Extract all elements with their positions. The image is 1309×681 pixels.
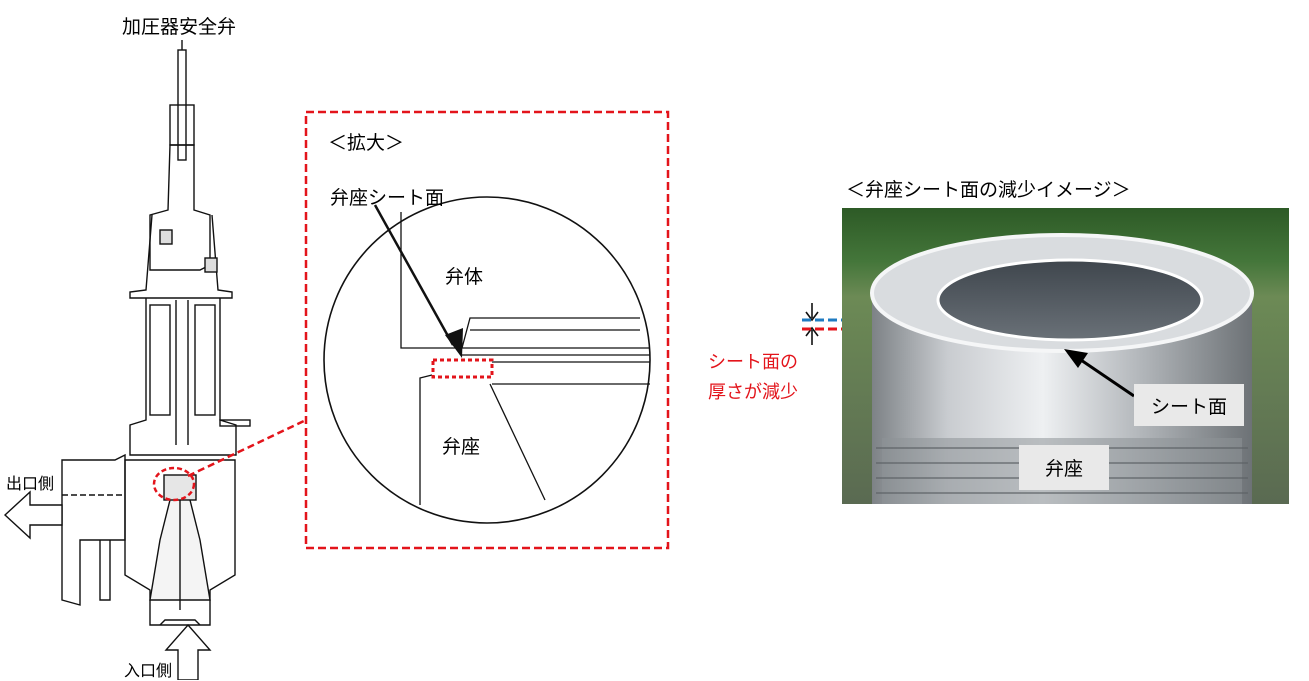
valve-seat-label: 弁座 [442,436,481,458]
valve-lower-body [124,459,236,626]
thickness-reduction-note: シート面の 厚さが減少 [708,348,798,408]
valve-seat-illustration [870,233,1254,504]
zoom-circle [323,196,651,524]
valve-body-label: 弁体 [445,266,484,288]
valve-bonnet [149,144,211,271]
inlet-arrow-icon [164,623,212,680]
valve-outlet-body [61,453,126,606]
outlet-arrow-icon [3,490,63,540]
seat-surface-pointer [373,204,455,346]
seat-surface-callout: シート面 [1134,384,1244,426]
inlet-label: 入口側 [124,661,173,680]
valve-spring-housing [129,298,237,456]
valve-highlight-circle [152,466,196,502]
seat-surface-label: 弁座シート面 [330,187,445,209]
seat-callout: 弁座 [1019,445,1109,490]
seat-surface-highlight [431,358,494,379]
note-line-2: 厚さが減少 [708,382,798,403]
valve-title: 加圧器安全弁 [122,16,237,38]
detail-linework [400,212,650,505]
zoom-frame [304,110,670,550]
reduction-image-title: ＜弁座シート面の減少イメージ＞ [846,179,1131,201]
seat-surface-pointer-photo [1064,349,1135,398]
zoom-label: ＜拡大＞ [328,132,405,154]
outlet-label: 出口側 [6,474,55,493]
note-line-1: シート面の [708,352,798,373]
zoom-connector-line [187,418,307,478]
